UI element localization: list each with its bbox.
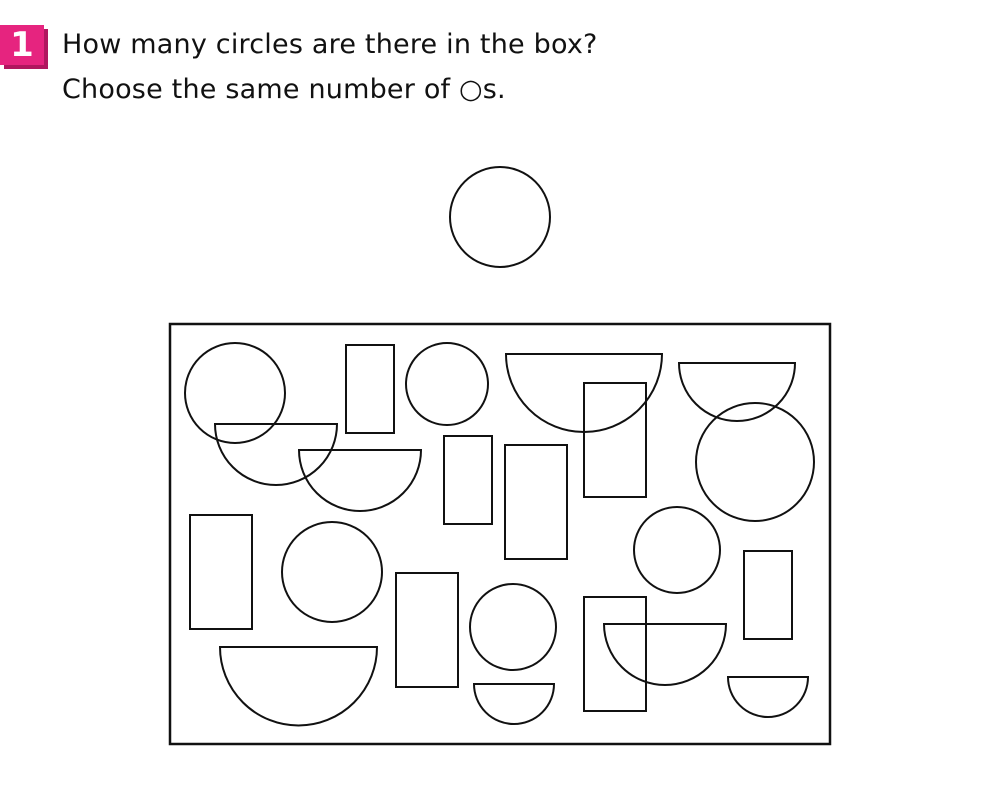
box-rectangle — [395, 572, 459, 688]
shape-box — [168, 322, 832, 746]
question-line-1: How many circles are there in the box? — [62, 29, 598, 60]
box-rectangle — [345, 344, 395, 434]
box-circle — [281, 521, 383, 623]
box-semicircle — [213, 423, 339, 486]
box-semicircle — [297, 449, 423, 512]
box-rectangle — [583, 382, 647, 498]
question-number-badge: 1 — [0, 25, 48, 69]
box-circle — [184, 342, 286, 444]
box-rectangle — [504, 444, 568, 560]
box-circle — [633, 506, 721, 594]
box-semicircle — [472, 683, 556, 725]
box-semicircle — [504, 353, 664, 433]
box-rectangle — [189, 514, 253, 630]
question-line-2: Choose the same number of ○s. — [62, 74, 506, 105]
box-circle — [405, 342, 489, 426]
box-rectangle — [743, 550, 793, 640]
box-rectangle — [443, 435, 493, 525]
box-circle — [469, 583, 557, 671]
box-semicircle — [218, 646, 379, 727]
box-semicircle — [602, 623, 728, 686]
box-semicircle — [726, 676, 810, 718]
box-circle — [695, 402, 815, 522]
box-semicircle — [677, 362, 797, 422]
box-rectangle — [583, 596, 647, 712]
question-number: 1 — [0, 25, 44, 65]
answer-circle[interactable] — [449, 166, 551, 268]
